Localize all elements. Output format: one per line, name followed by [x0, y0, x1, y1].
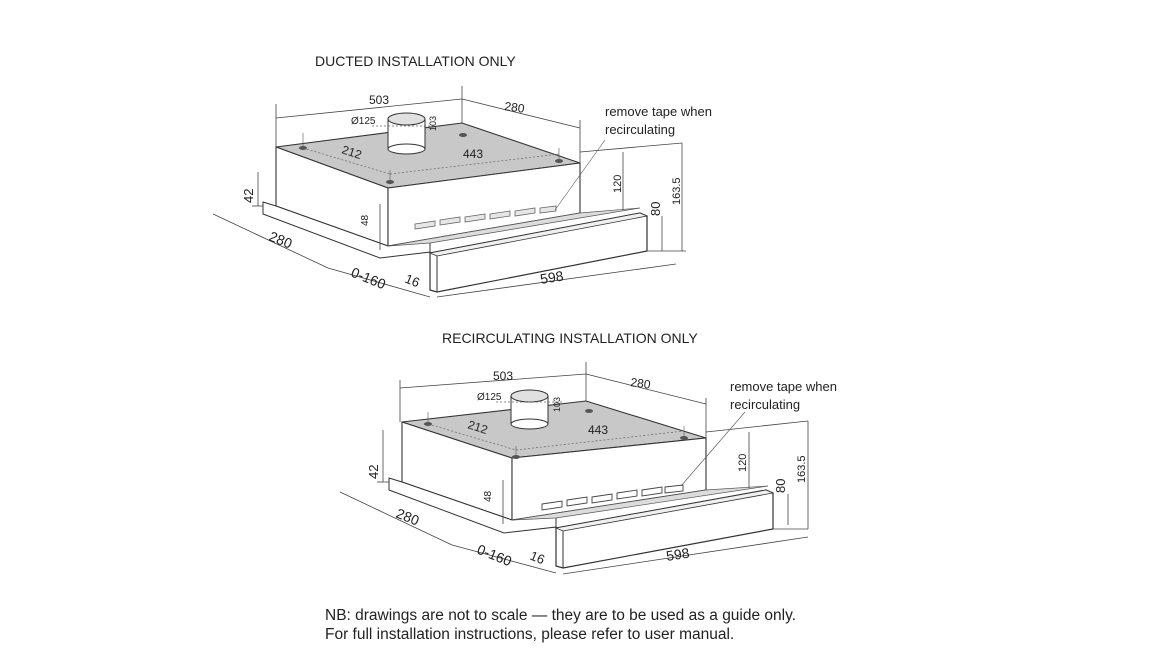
callout-line-2: recirculating — [605, 122, 675, 137]
callout-line-1: remove tape when — [730, 379, 837, 394]
dim-16: 16 — [528, 548, 547, 567]
dim-0-160: 0-160 — [349, 264, 388, 292]
dim-443: 443 — [463, 147, 483, 161]
dim-280-top: 280 — [504, 99, 526, 116]
disclaimer-line-1: NB: drawings are not to scale — they are… — [325, 607, 797, 624]
dim-48: 48 — [360, 214, 371, 226]
callout-line-2: recirculating — [730, 397, 800, 412]
dim-598: 598 — [539, 267, 565, 286]
dim-503: 503 — [493, 369, 513, 383]
duct-collar — [510, 389, 549, 430]
dim-120: 120 — [612, 175, 624, 193]
dim-598: 598 — [665, 544, 691, 563]
dim-120: 120 — [737, 454, 749, 472]
dim-80: 80 — [773, 479, 788, 493]
dim-16: 16 — [403, 271, 422, 290]
hood-tray — [511, 485, 769, 521]
disclaimer-line-2: For full installation instructions, plea… — [325, 626, 735, 643]
dim-280-side: 280 — [394, 505, 422, 529]
dim-42: 42 — [366, 465, 381, 479]
ducted-title: DUCTED INSTALLATION ONLY — [315, 53, 516, 69]
dim-163-5: 163.5 — [671, 177, 683, 205]
dim-48: 48 — [483, 490, 494, 502]
dim-dia-125: Ø125 — [351, 116, 376, 127]
dim-503: 503 — [369, 93, 389, 107]
dim-103: 103 — [428, 116, 438, 131]
duct-collar — [387, 112, 426, 155]
dim-dia-125: Ø125 — [477, 392, 502, 403]
dim-212: 212 — [466, 418, 490, 438]
dim-280-top: 280 — [630, 375, 652, 392]
disclaimer-note: NB: drawings are not to scale — they are… — [325, 606, 796, 644]
vent-slots — [414, 205, 557, 230]
callout-line-1: remove tape when — [605, 104, 712, 119]
dim-0-160: 0-160 — [475, 541, 514, 569]
dim-212: 212 — [340, 143, 364, 163]
dim-443: 443 — [588, 423, 608, 437]
recirculating-diagram: RECIRCULATING INSTALLATION ONLY — [339, 330, 837, 575]
vent-slots — [541, 484, 684, 511]
hood-base-rail — [388, 477, 557, 534]
hood-front-panel-top — [554, 489, 775, 532]
hood-base-rail — [262, 201, 431, 259]
dim-103: 103 — [552, 397, 562, 412]
dim-163-5: 163.5 — [796, 455, 808, 483]
dim-280-side: 280 — [267, 228, 295, 252]
hood-front-panel-top — [428, 212, 649, 257]
ducted-diagram: DUCTED INSTALLATION ONLY — [212, 53, 712, 298]
recirculating-title: RECIRCULATING INSTALLATION ONLY — [442, 330, 698, 346]
dim-80: 80 — [648, 202, 663, 216]
hood-tray — [387, 207, 641, 247]
dim-42: 42 — [241, 189, 256, 203]
